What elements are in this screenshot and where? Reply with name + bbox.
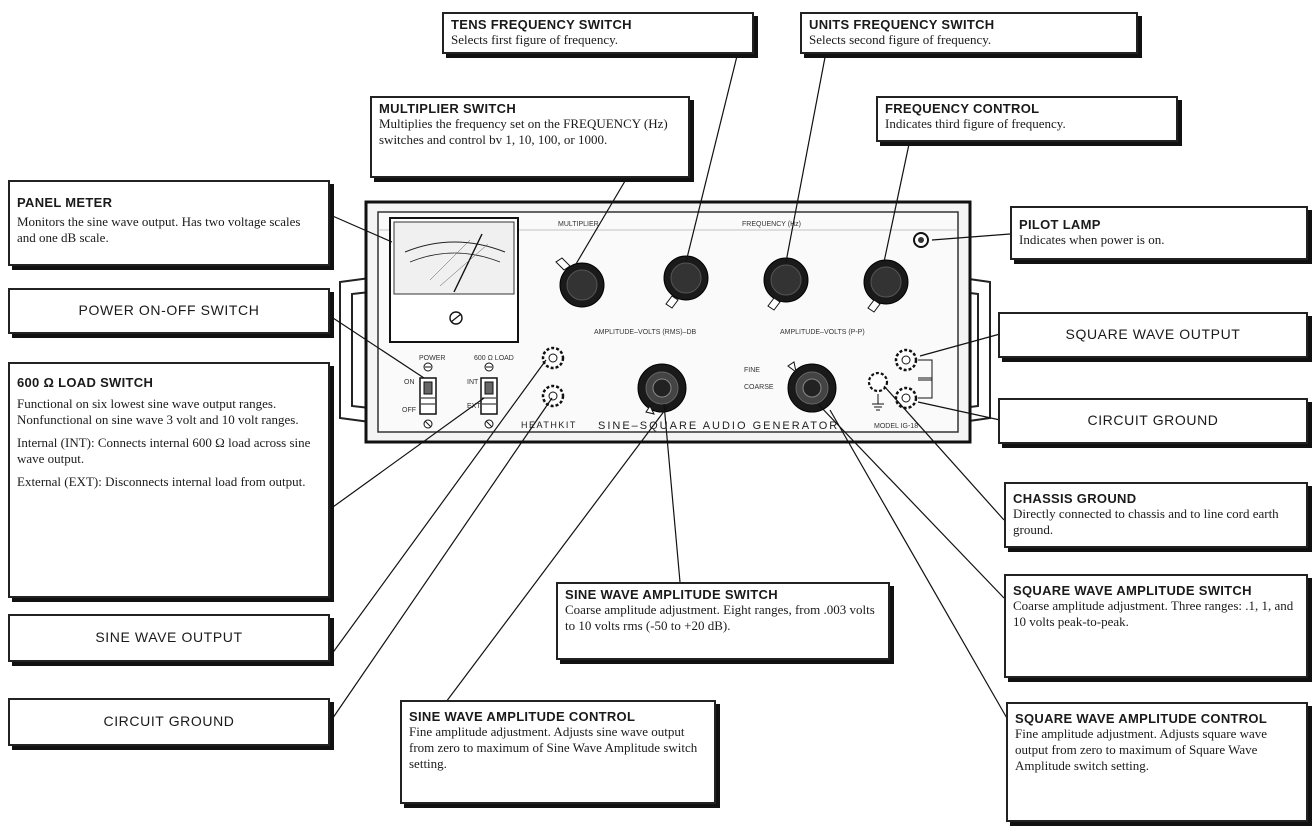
tens-frequency-title: TENS FREQUENCY SWITCH — [451, 17, 632, 32]
pilot-lamp-title: PILOT LAMP — [1019, 217, 1101, 232]
pilot-lamp — [913, 232, 929, 248]
circuit-ground-right-callout: CIRCUIT GROUND — [998, 398, 1308, 444]
coarse-panel-label: COARSE — [744, 384, 774, 391]
square-amplitude-control-desc: Fine amplitude adjustment. Adjusts squar… — [1015, 726, 1268, 773]
tens-frequency-desc: Selects first figure of frequency. — [451, 32, 619, 47]
sine-output-terminal[interactable] — [541, 346, 565, 370]
panel-meter-callout: PANEL METER Monitors the sine wave outpu… — [8, 180, 330, 266]
load-switch-title: 600 Ω LOAD SWITCH — [17, 375, 154, 390]
units-frequency-knob[interactable] — [763, 257, 809, 311]
panel-meter-desc: Monitors the sine wave output. Has two v… — [17, 214, 301, 245]
chassis-ground-title: CHASSIS GROUND — [1013, 491, 1137, 506]
frequency-control-knob[interactable] — [863, 259, 909, 313]
multiplier-desc: Multiplies the frequency set on the FREQ… — [379, 116, 668, 147]
product-panel-label: SINE–SQUARE AUDIO GENERATOR — [598, 420, 839, 432]
square-ground-terminal[interactable] — [894, 386, 918, 410]
multiplier-callout: MULTIPLIER SWITCH Multiplies the frequen… — [370, 96, 690, 178]
power-switch-callout: POWER ON-OFF SWITCH — [8, 288, 330, 334]
square-output-title: SQUARE WAVE OUTPUT — [1065, 325, 1241, 342]
on-panel-label: ON — [404, 379, 415, 386]
square-amplitude-switch-callout: SQUARE WAVE AMPLITUDE SWITCH Coarse ampl… — [1004, 574, 1308, 678]
load-switch-callout: 600 Ω LOAD SWITCH Functional on six lowe… — [8, 362, 330, 598]
tens-frequency-callout: TENS FREQUENCY SWITCH Selects first figu… — [442, 12, 754, 54]
circuit-ground-left-title: CIRCUIT GROUND — [103, 712, 235, 729]
frequency-control-desc: Indicates third figure of frequency. — [885, 116, 1066, 131]
square-output-callout: SQUARE WAVE OUTPUT — [998, 312, 1308, 358]
pilot-lamp-desc: Indicates when power is on. — [1019, 232, 1165, 247]
sine-amplitude-switch-title: SINE WAVE AMPLITUDE SWITCH — [565, 587, 778, 602]
off-panel-label: OFF — [402, 407, 416, 414]
multiplier-knob[interactable] — [555, 257, 605, 308]
circuit-ground-right-title: CIRCUIT GROUND — [1087, 411, 1219, 428]
units-frequency-callout: UNITS FREQUENCY SWITCH Selects second fi… — [800, 12, 1138, 54]
square-amplitude-switch-title: SQUARE WAVE AMPLITUDE SWITCH — [1013, 583, 1252, 598]
frequency-control-title: FREQUENCY CONTROL — [885, 101, 1040, 116]
chassis-ground-callout: CHASSIS GROUND Directly connected to cha… — [1004, 482, 1308, 548]
frequency-control-callout: FREQUENCY CONTROL Indicates third figure… — [876, 96, 1178, 142]
power-panel-label: POWER — [419, 355, 445, 362]
chassis-ground-desc: Directly connected to chassis and to lin… — [1013, 506, 1279, 537]
sine-amplitude-switch-desc: Coarse amplitude adjustment. Eight range… — [565, 602, 875, 633]
square-amplitude-control-title: SQUARE WAVE AMPLITUDE CONTROL — [1015, 711, 1268, 726]
panel-meter — [389, 217, 519, 343]
load-panel-label: 600 Ω LOAD — [474, 355, 514, 362]
load-switch-desc-3: External (EXT): Disconnects internal loa… — [17, 474, 306, 489]
square-output-terminal[interactable] — [894, 348, 918, 372]
sine-amplitude-panel-label: AMPLITUDE–VOLTS (RMS)–DB — [594, 329, 696, 336]
tens-frequency-knob[interactable] — [663, 255, 709, 309]
units-frequency-title: UNITS FREQUENCY SWITCH — [809, 17, 995, 32]
ext-panel-label: EXT — [467, 403, 481, 410]
power-switch[interactable] — [419, 362, 437, 429]
model-panel-label: MODEL IG-18 — [874, 423, 918, 430]
power-switch-title: POWER ON-OFF SWITCH — [78, 301, 260, 318]
brand-panel-label: HEATHKIT — [521, 420, 577, 430]
square-amplitude-control-callout: SQUARE WAVE AMPLITUDE CONTROL Fine ampli… — [1006, 702, 1308, 822]
int-panel-label: INT — [467, 379, 479, 386]
sine-amplitude-control-desc: Fine amplitude adjustment. Adjusts sine … — [409, 724, 698, 771]
load-switch-desc-2: Internal (INT): Connects internal 600 Ω … — [17, 435, 311, 466]
leader-lines — [325, 51, 1011, 729]
square-amplitude-panel-label: AMPLITUDE–VOLTS (P-P) — [780, 329, 865, 336]
multiplier-title: MULTIPLIER SWITCH — [379, 101, 517, 116]
load-switch-desc-1: Functional on six lowest sine wave outpu… — [17, 396, 299, 427]
fine-panel-label: FINE — [744, 367, 760, 374]
units-frequency-desc: Selects second figure of frequency. — [809, 32, 992, 47]
load-switch[interactable] — [480, 362, 498, 429]
sine-amplitude-switch-callout: SINE WAVE AMPLITUDE SWITCH Coarse amplit… — [556, 582, 890, 660]
sine-output-title: SINE WAVE OUTPUT — [95, 628, 243, 645]
panel-meter-title: PANEL METER — [17, 195, 113, 210]
square-amplitude-switch-desc: Coarse amplitude adjustment. Three range… — [1013, 598, 1294, 629]
sine-amplitude-knob[interactable] — [637, 363, 687, 415]
sine-amplitude-control-title: SINE WAVE AMPLITUDE CONTROL — [409, 709, 636, 724]
sine-ground-terminal[interactable] — [541, 384, 565, 408]
chassis-ground-terminal[interactable] — [867, 371, 889, 411]
multiplier-panel-label: MULTIPLIER — [558, 221, 599, 228]
sine-amplitude-control-callout: SINE WAVE AMPLITUDE CONTROL Fine amplitu… — [400, 700, 716, 804]
circuit-ground-left-callout: CIRCUIT GROUND — [8, 698, 330, 746]
square-amplitude-knob[interactable] — [787, 361, 837, 413]
sine-output-callout: SINE WAVE OUTPUT — [8, 614, 330, 662]
pilot-lamp-callout: PILOT LAMP Indicates when power is on. — [1010, 206, 1308, 260]
frequency-panel-label: FREQUENCY (Hz) — [742, 221, 801, 228]
